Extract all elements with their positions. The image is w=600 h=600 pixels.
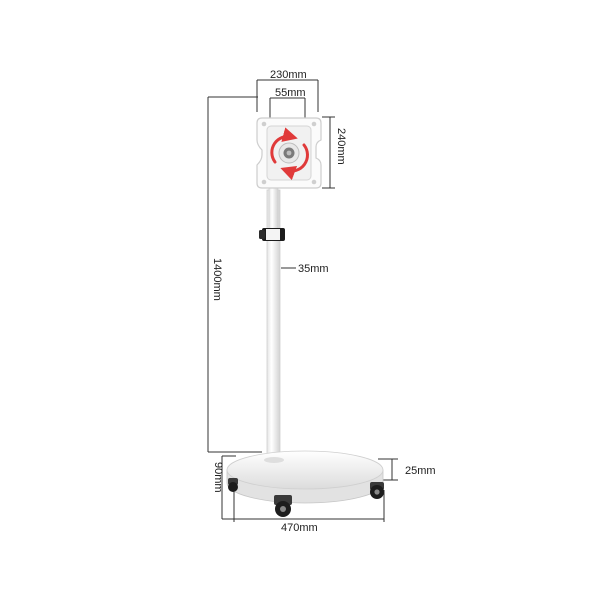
height-clamp-knob (259, 228, 285, 241)
label-base-height: 90mm (212, 462, 224, 493)
label-base-thickness: 25mm (405, 465, 436, 477)
label-base-diameter: 470mm (281, 522, 318, 534)
vesa-mount-plate (256, 117, 322, 189)
rotation-arrows-icon (270, 127, 309, 181)
label-pole-diameter: 35mm (298, 263, 329, 275)
dimension-lines (207, 79, 398, 522)
label-mount-width: 230mm (270, 69, 307, 81)
label-mount-inner-width: 55mm (275, 87, 306, 99)
label-total-height: 1400mm (211, 258, 223, 301)
caster-wheel-right (370, 482, 384, 499)
caster-wheel-front (274, 495, 292, 517)
pole-upper (268, 185, 279, 233)
round-base (226, 450, 384, 504)
label-mount-height: 240mm (335, 128, 347, 165)
caster-wheel-left (228, 478, 238, 492)
